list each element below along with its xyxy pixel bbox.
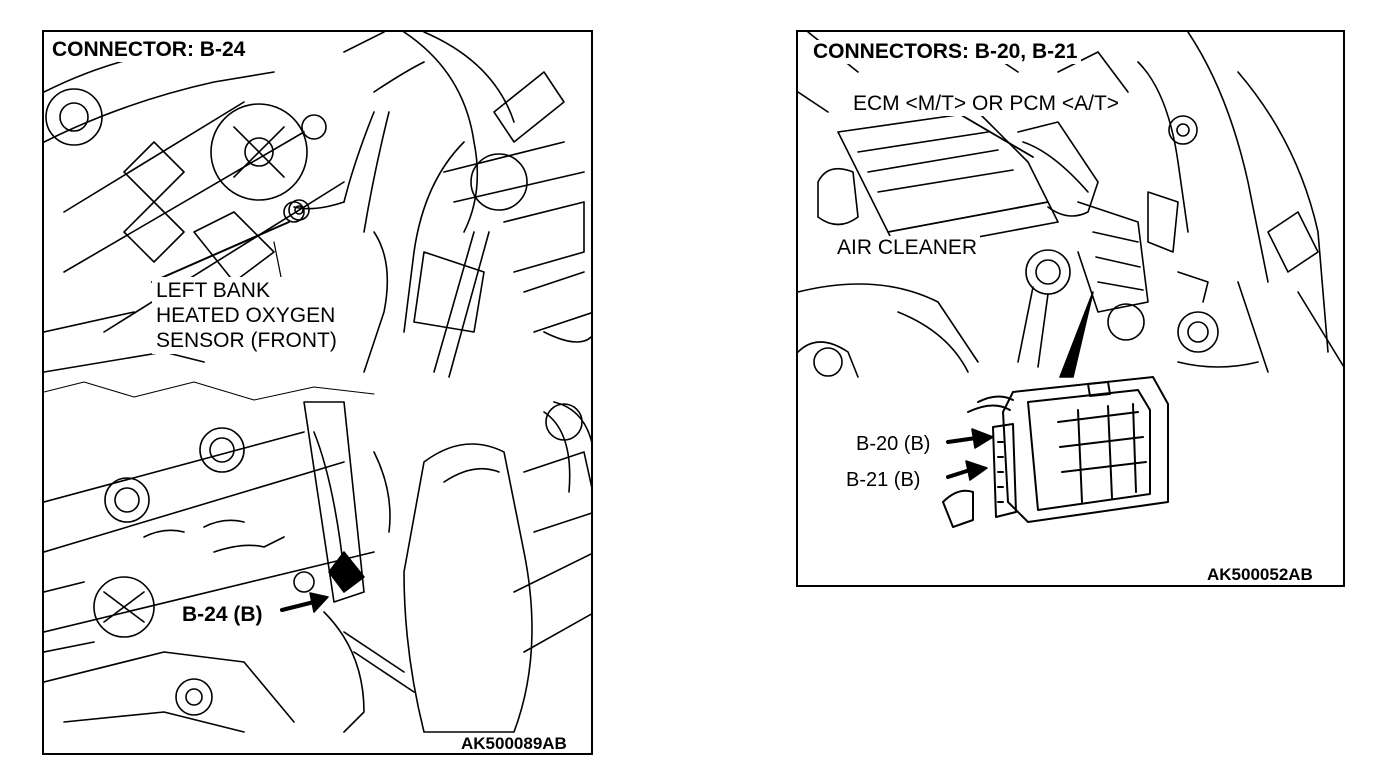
b24-connector-callout: B-24 (B) [180,603,265,626]
left-figure-title: CONNECTOR: B-24 [49,38,249,62]
b21-connector-callout: B-21 (B) [844,469,923,491]
ecm-module-drawing [942,376,1169,528]
right-figure-code: AK500052AB [1204,565,1316,585]
left-bottom-engine-drawing [44,401,591,733]
ecm-pcm-label: ECM <M/T> OR PCM <A/T> [850,92,1123,116]
right-figure-title: CONNECTORS: B-20, B-21 [810,40,1081,64]
left-top-engine-drawing [44,32,591,378]
b20-connector-callout: B-20 (B) [854,433,933,455]
right-engine-drawing [798,32,1343,378]
oxygen-sensor-label-line: HEATED OXYGEN [156,304,336,327]
right-connector-figure: CONNECTORS: B-20, B-21 ECM <M/T> OR PCM … [796,30,1345,587]
left-figure-code: AK500089AB [458,734,570,753]
air-cleaner-label: AIR CLEANER [834,236,981,260]
left-connector-figure: CONNECTOR: B-24 LEFT BANK HEATED OXYGEN … [42,30,593,755]
oxygen-sensor-label-line: SENSOR (FRONT) [156,329,337,352]
engine-bay-illustration-left [44,32,591,733]
oxygen-sensor-label-line: LEFT BANK [156,279,270,302]
oxygen-sensor-label: LEFT BANK HEATED OXYGEN SENSOR (FRONT) [152,277,341,354]
